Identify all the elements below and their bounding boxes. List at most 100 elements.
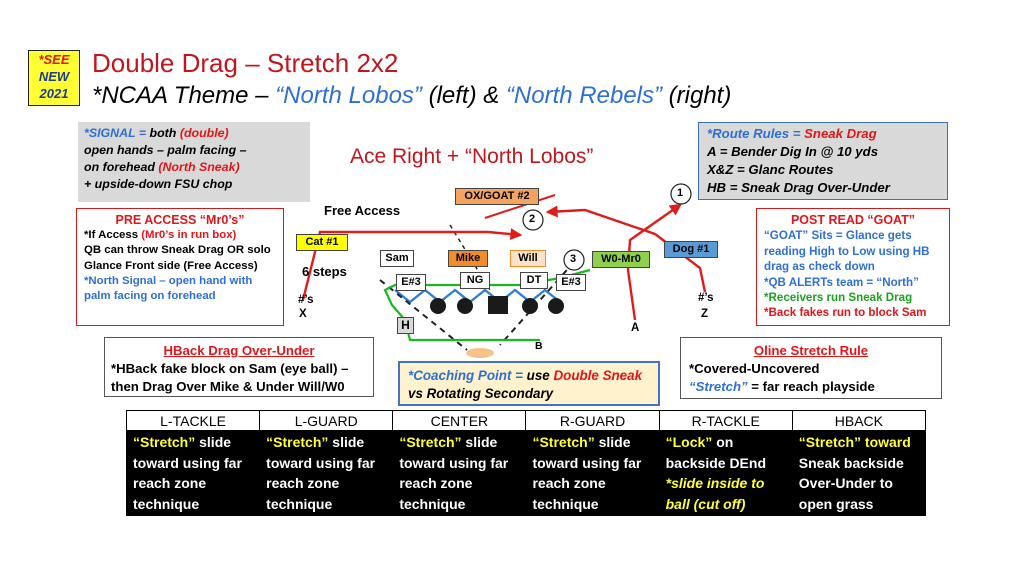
signal-chop: + upside-down FSU chop xyxy=(84,177,233,191)
b-back-label: B xyxy=(535,340,543,352)
oline-stretch-box: Oline Stretch Rule *Covered-Uncovered “S… xyxy=(680,337,942,399)
oline-covered: *Covered-Uncovered xyxy=(689,361,820,376)
read-2-number: 2 xyxy=(529,213,536,225)
coaching-double-sneak: Double Sneak xyxy=(553,368,643,383)
header-r-guard: R-GUARD xyxy=(525,410,660,431)
h-back-player: H xyxy=(397,317,414,334)
see-new-2021-badge: *SEE NEW 2021 xyxy=(28,50,80,106)
signal-box: *SIGNAL = both (double) open hands – pal… xyxy=(78,122,310,202)
cell-center: “Stretch” slide toward using far reach z… xyxy=(392,430,527,516)
slide-title: Double Drag – Stretch 2x2 xyxy=(92,48,399,78)
x-receiver-label: X xyxy=(299,308,307,320)
read-1-circle xyxy=(670,183,692,205)
cell-6-keyword: “Stretch” toward xyxy=(798,434,911,450)
header-l-guard: L-GUARD xyxy=(259,410,394,431)
w0-mr0-defender: W0-Mr0 xyxy=(592,251,650,268)
post-read-receivers: *Receivers run Sneak Drag xyxy=(764,291,913,305)
ox-goat-defender: OX/GOAT #2 xyxy=(455,188,539,205)
table-header-row: L-TACKLE L-GUARD CENTER R-GUARD R-TACKLE… xyxy=(125,410,927,431)
badge-line-2: NEW xyxy=(38,69,70,84)
read-3-number: 3 xyxy=(570,253,577,265)
right-end-defender: E#3 xyxy=(556,274,586,291)
cell-6-text: Sneak backside Over-Under to open grass xyxy=(798,454,904,512)
qb-ball-icon xyxy=(466,348,494,358)
pre-access-if: *If Access xyxy=(84,229,142,242)
cell-5-keyword: “Lock” xyxy=(665,434,713,450)
post-read-box: POST READ “GOAT” “GOAT” Sits = Glance ge… xyxy=(756,208,950,326)
cell-3-keyword: “Stretch” xyxy=(399,434,462,450)
slide-subtitle: *NCAA Theme – “North Lobos” (left) & “No… xyxy=(92,82,731,110)
nose-tackle-defender: NG xyxy=(460,272,490,289)
oline-title: Oline Stretch Rule xyxy=(753,343,869,358)
coaching-label: *Coaching Point = xyxy=(408,368,527,383)
signal-label: *SIGNAL = xyxy=(84,126,150,140)
header-l-tackle: L-TACKLE xyxy=(125,410,261,431)
read-1-number: 1 xyxy=(677,187,684,199)
post-read-back: *Back fakes run to block Sam xyxy=(764,306,927,320)
coaching-use: use xyxy=(526,368,554,383)
coaching-point-box: *Coaching Point = use Double Sneak vs Ro… xyxy=(398,361,660,406)
cell-r-guard: “Stretch” slide toward using far reach z… xyxy=(525,430,660,516)
signal-both: both xyxy=(149,126,180,140)
signal-double: (double) xyxy=(179,126,229,140)
signal-hands: open hands – palm facing – xyxy=(84,143,247,157)
z-receiver-label: Z xyxy=(701,308,709,320)
defensive-tackle-defender: DT xyxy=(520,272,548,289)
cell-4-text: slide toward using far reach zone techni… xyxy=(532,434,642,512)
signal-north-sneak: (North Sneak) xyxy=(158,160,240,174)
subtitle-right: (right) xyxy=(661,82,732,109)
will-defender: Will xyxy=(510,250,546,267)
cell-l-guard: “Stretch” slide toward using far reach z… xyxy=(259,430,394,516)
lineman-center xyxy=(488,296,508,314)
mike-defender: Mike xyxy=(448,250,488,267)
a-receiver-label: A xyxy=(631,322,640,334)
cell-5-note: *slide inside to ball (cut off) xyxy=(665,475,765,512)
header-center: CENTER xyxy=(392,410,527,431)
cell-l-tackle: “Stretch” slide toward using far reach z… xyxy=(125,430,261,516)
pre-access-run-box: (Mr0’s in run box) xyxy=(141,229,237,242)
route-rules-label: *Route Rules = xyxy=(707,126,805,141)
subtitle-north-rebels: “North Rebels” xyxy=(505,82,662,109)
pre-access-title: PRE ACCESS “Mr0’s” xyxy=(115,213,245,227)
play-call-title: Ace Right + “North Lobos” xyxy=(350,145,594,168)
pre-access-box: PRE ACCESS “Mr0’s” *If Access (Mr0’s in … xyxy=(76,208,284,326)
z-route-line xyxy=(545,205,707,293)
hback-drag-box: HBack Drag Over-Under *HBack fake block … xyxy=(104,337,374,397)
read-3-circle xyxy=(563,249,585,271)
header-hback: HBACK xyxy=(791,410,927,431)
left-end-defender: E#3 xyxy=(396,274,426,291)
cat-defender: Cat #1 xyxy=(296,234,348,251)
lineman-lg xyxy=(457,298,473,314)
cell-2-text: slide toward using far reach zone techni… xyxy=(266,434,376,512)
free-access-label: Free Access xyxy=(324,203,401,218)
coaching-rest: vs Rotating Secondary xyxy=(408,386,554,401)
badge-line-3: 2021 xyxy=(39,86,69,101)
read-2-circle xyxy=(522,209,544,231)
pre-access-signal: *North Signal – open hand with palm faci… xyxy=(84,274,253,303)
subtitle-north-lobos: “North Lobos” xyxy=(275,82,422,109)
dog-defender: Dog #1 xyxy=(664,241,718,258)
route-rules-box: *Route Rules = Sneak Drag A = Bender Dig… xyxy=(698,122,948,200)
hback-title: HBack Drag Over-Under xyxy=(163,343,315,358)
badge-line-1: *SEE xyxy=(38,52,70,67)
sam-defender: Sam xyxy=(380,250,414,267)
route-rule-hb: HB = Sneak Drag Over-Under xyxy=(707,180,890,195)
x-hash-label: #’s xyxy=(298,294,314,306)
route-rule-xz: X&Z = Glanc Routes xyxy=(707,162,834,177)
post-read-alert: *QB ALERTs team = “North” xyxy=(764,275,919,289)
post-read-goat: “GOAT” Sits = Glance gets reading High t… xyxy=(764,229,930,274)
subtitle-theme: *NCAA Theme – xyxy=(92,82,276,109)
route-rules-sneak-drag: Sneak Drag xyxy=(804,126,877,141)
pre-access-qb: QB can throw Sneak Drag OR solo Glance F… xyxy=(84,244,271,272)
signal-forehead: on forehead xyxy=(84,160,159,174)
table-row: “Stretch” slide toward using far reach z… xyxy=(125,430,927,516)
cell-r-tackle: “Lock” on backside DEnd *slide inside to… xyxy=(658,430,793,516)
oline-stretch-word: “Stretch” xyxy=(689,379,748,394)
header-r-tackle: R-TACKLE xyxy=(658,410,793,431)
cell-3-text: slide toward using far reach zone techni… xyxy=(399,434,509,512)
lineman-lt xyxy=(430,298,446,314)
cell-5-text: on backside DEnd xyxy=(665,434,766,471)
cell-2-keyword: “Stretch” xyxy=(266,434,329,450)
